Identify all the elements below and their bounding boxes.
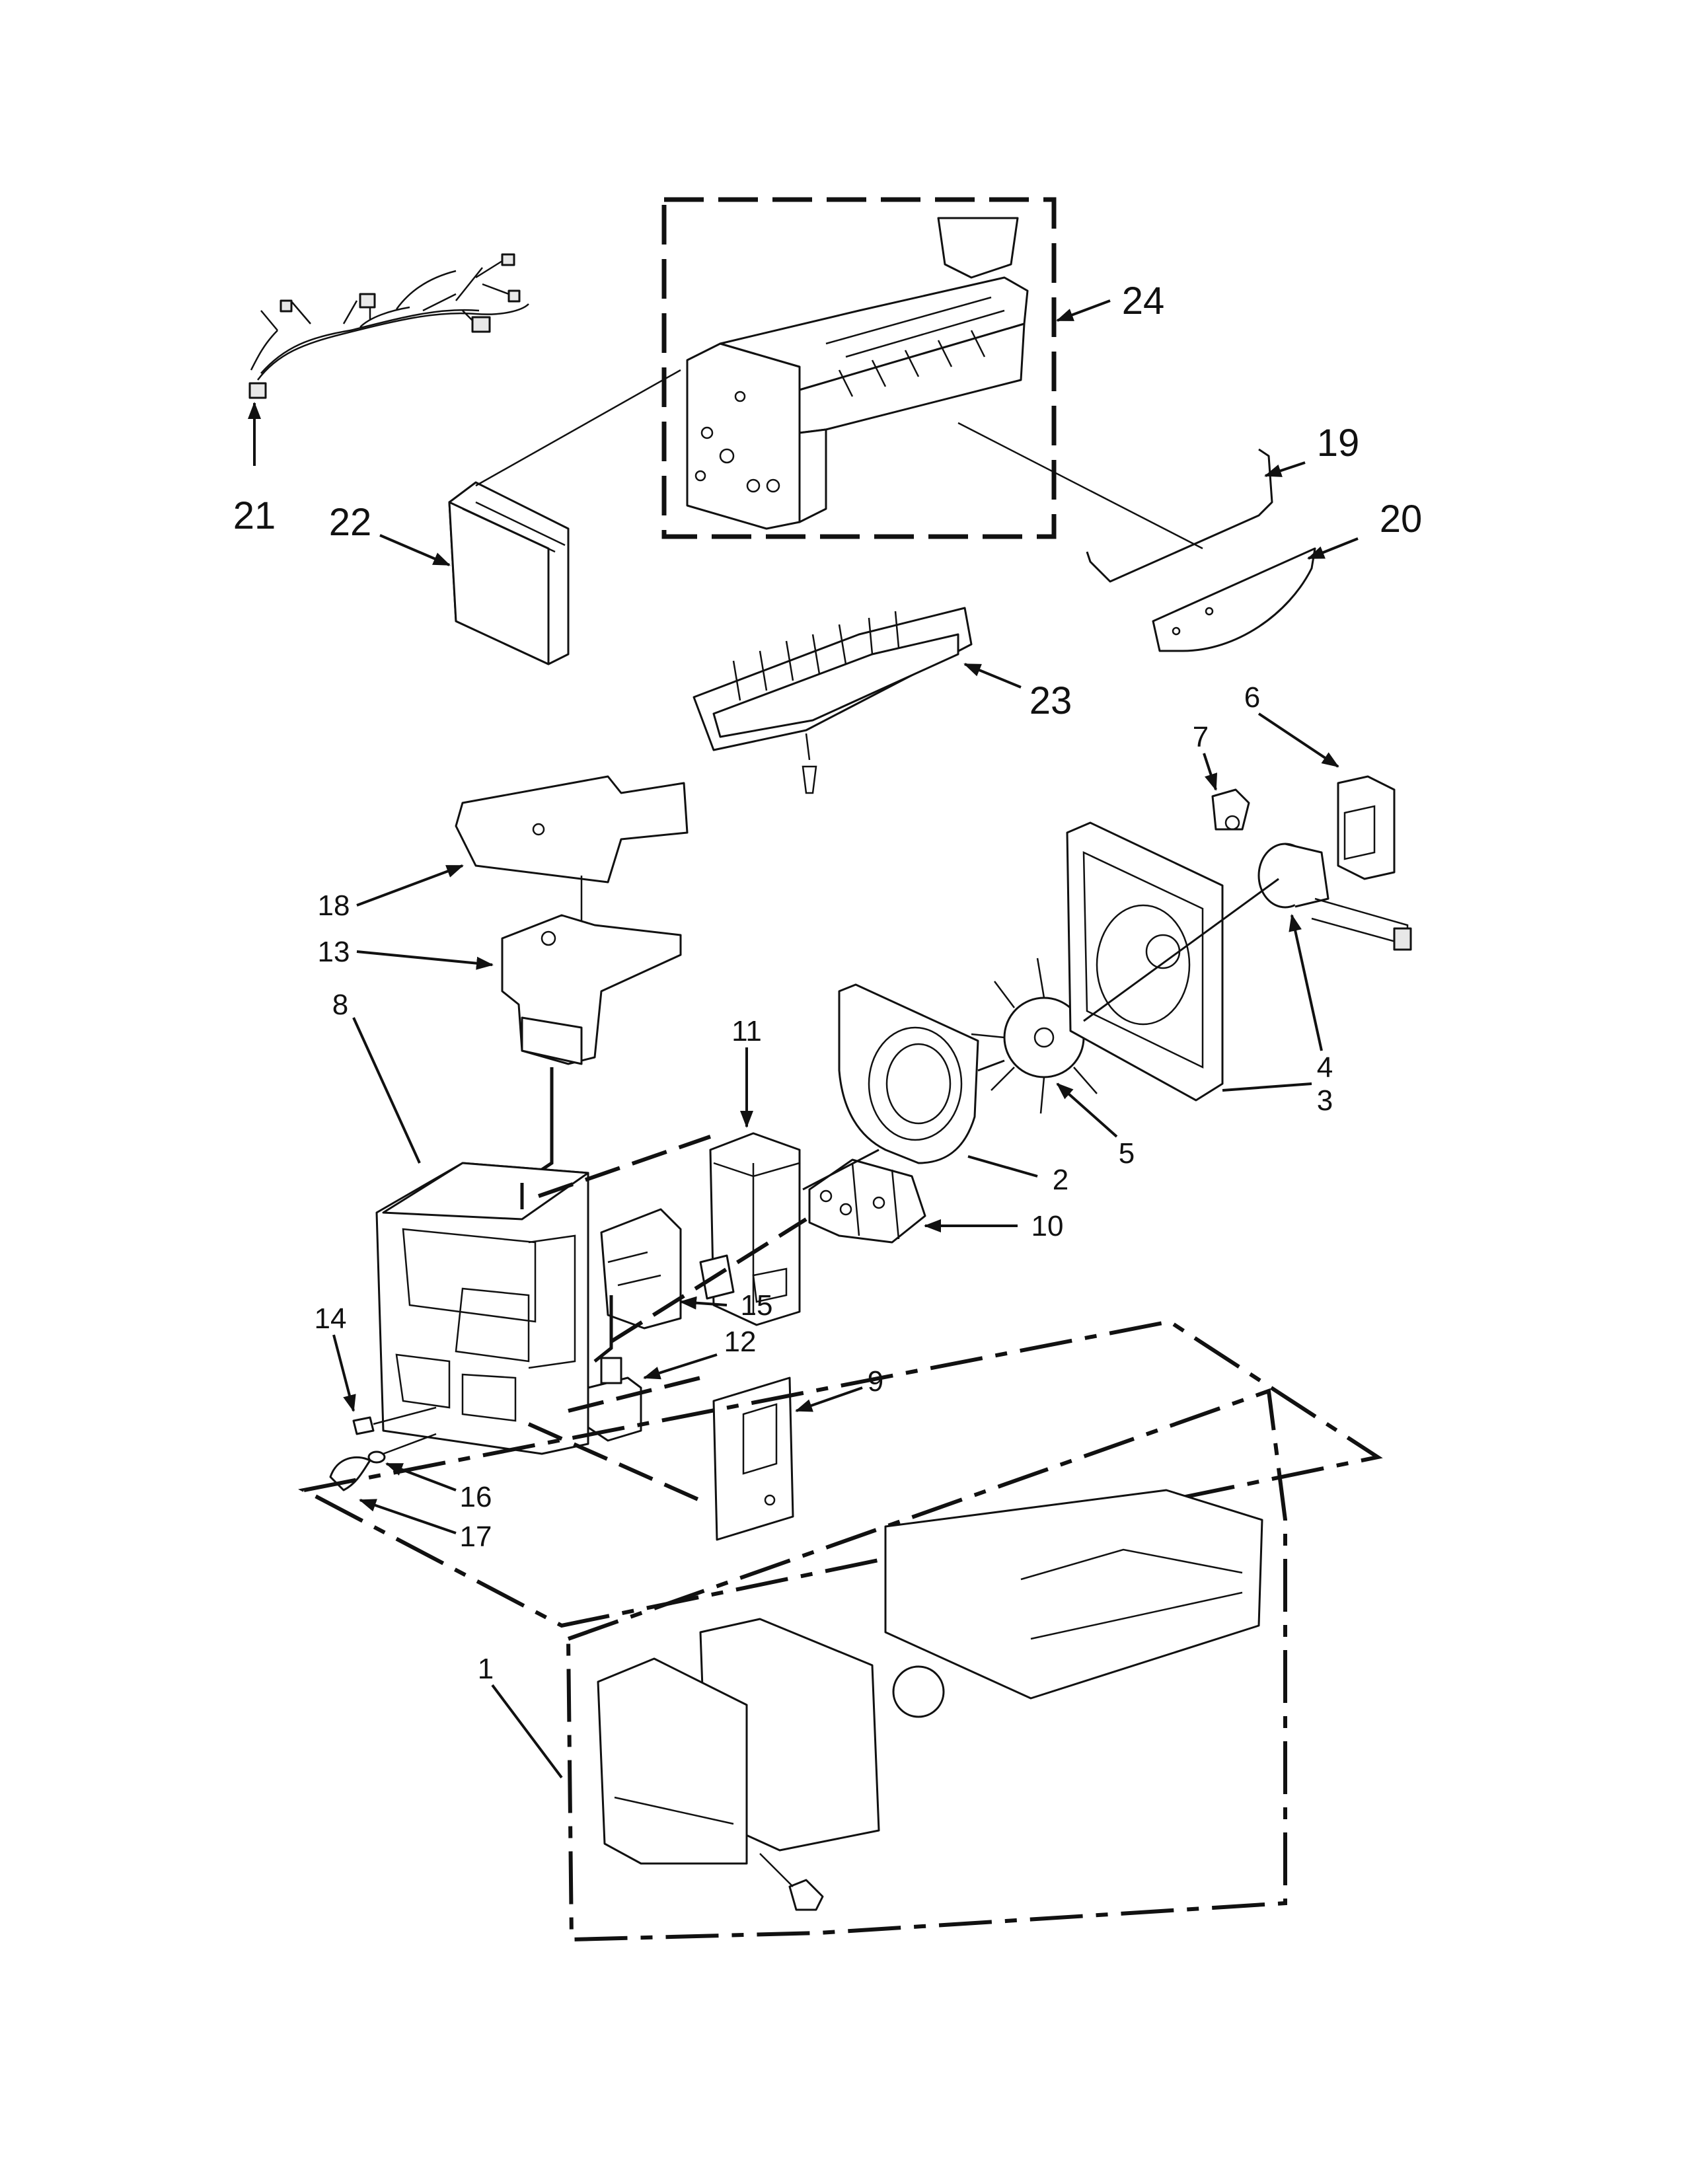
callout-8: 8 [332, 989, 348, 1021]
icemaker-assembly-boundary [661, 197, 1057, 539]
housing-part [375, 1162, 589, 1455]
leader-12 [643, 1353, 718, 1380]
switch-cover-part [593, 1208, 682, 1363]
leader-18 [356, 864, 464, 907]
callout-19: 19 [1317, 422, 1360, 465]
shield-part [1152, 547, 1316, 652]
callout-20: 20 [1380, 498, 1423, 541]
ice-bucket-part [597, 1489, 1263, 1911]
callout-23: 23 [1030, 679, 1072, 722]
callout-10: 10 [1031, 1210, 1064, 1242]
callout-22: 22 [329, 501, 372, 544]
callout-9: 9 [868, 1365, 883, 1398]
leader-6 [1257, 712, 1339, 768]
leader-19 [1264, 461, 1306, 477]
leader-14 [332, 1334, 356, 1412]
leader-15 [679, 1296, 728, 1310]
rake-tray-part [693, 607, 973, 794]
callout-labels: 21 22 24 19 20 23 6 7 4 3 5 2 10 11 18 1… [233, 280, 1423, 1685]
leader-22 [379, 534, 451, 566]
leader-4 [1289, 914, 1323, 1051]
leader-24 [1056, 299, 1111, 322]
assembly-frame-lower [566, 1388, 1287, 1942]
callout-11: 11 [731, 1015, 762, 1047]
fan-shroud-part [838, 983, 979, 1164]
motor-part [808, 1158, 926, 1244]
callout-12: 12 [724, 1326, 757, 1358]
leader-16 [385, 1462, 457, 1491]
callout-leaders [248, 299, 1359, 1779]
icemaker-part [686, 217, 1029, 530]
motor-bracket-part [1337, 775, 1396, 880]
callout-3: 3 [1317, 1084, 1333, 1117]
callout-1: 1 [478, 1653, 494, 1685]
leader-13 [356, 950, 494, 970]
callout-18: 18 [318, 889, 350, 922]
assembly-frame-upper [298, 1319, 1383, 1628]
explosion-lines [520, 878, 1279, 1505]
callout-14: 14 [315, 1302, 347, 1335]
callout-16: 16 [460, 1481, 492, 1513]
callout-17: 17 [460, 1521, 492, 1553]
leader-23 [963, 663, 1022, 689]
callout-2: 2 [1053, 1164, 1068, 1196]
leader-1 [491, 1684, 563, 1779]
cover-part [448, 369, 681, 665]
clip-part [1211, 788, 1250, 831]
leader-9 [795, 1386, 863, 1412]
leader-3 [1222, 1082, 1312, 1092]
screw-part [352, 1406, 437, 1435]
leader-7 [1203, 753, 1218, 791]
leader-17 [359, 1499, 457, 1534]
leader-8 [352, 1017, 421, 1164]
leader-5 [1056, 1082, 1118, 1138]
callout-13: 13 [318, 936, 350, 968]
callout-6: 6 [1244, 681, 1260, 714]
callout-5: 5 [1119, 1137, 1135, 1170]
bezel-part [712, 1376, 794, 1541]
chute-part [501, 914, 682, 1185]
callout-7: 7 [1193, 721, 1209, 753]
leader-20 [1307, 537, 1359, 560]
solenoid-part [587, 1357, 642, 1442]
leader-2 [967, 1155, 1038, 1178]
callout-21: 21 [233, 494, 276, 537]
washer-part [367, 1433, 437, 1464]
feeler-arm-part [957, 422, 1273, 583]
bracket-part [699, 1132, 801, 1326]
gasket-part [455, 775, 689, 932]
fan-housing-plate-part [1066, 821, 1224, 1102]
fan-motor-part [1257, 843, 1412, 951]
callout-15: 15 [741, 1289, 773, 1322]
callout-24: 24 [1122, 280, 1165, 322]
wire-harness-part [248, 253, 529, 399]
callout-4: 4 [1317, 1051, 1333, 1084]
